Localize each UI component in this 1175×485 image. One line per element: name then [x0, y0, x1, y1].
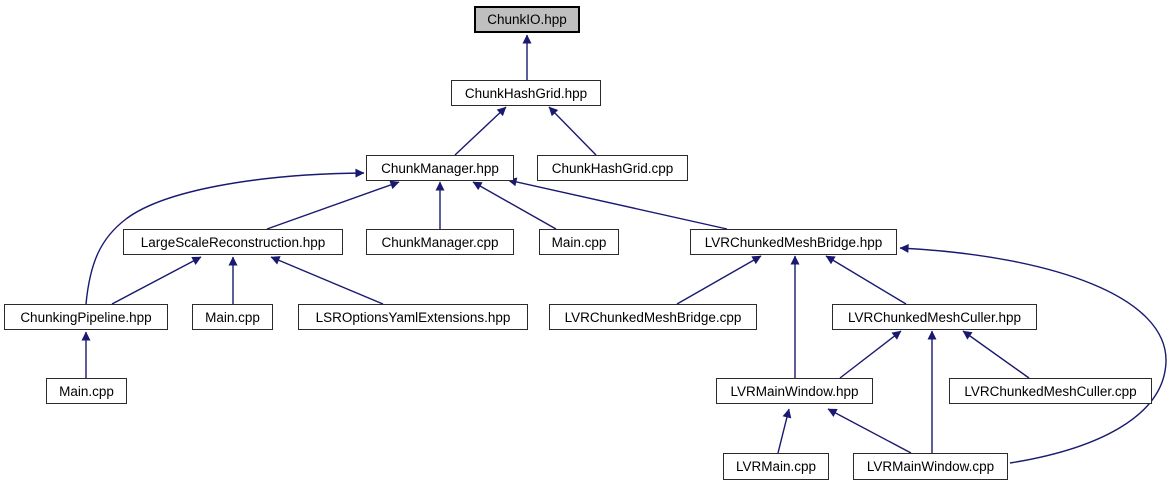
node-lvrmainwindow-hpp[interactable]: LVRMainWindow.hpp: [716, 378, 873, 404]
edge-chunkingpipeline-hpp-to-chunkmanager-hpp: [85, 168, 365, 305]
node-main-cpp-2[interactable]: Main.cpp: [192, 304, 273, 330]
edge-lvrmainwindow-cpp-to-lvrchunkedmeshbridge-hpp: [899, 243, 1167, 464]
node-chunkhashgrid-hpp[interactable]: ChunkHashGrid.hpp: [451, 80, 601, 106]
node-lsroptionsyamlextensions-hpp[interactable]: LSROptionsYamlExtensions.hpp: [298, 304, 528, 330]
node-lvrmain-cpp[interactable]: LVRMain.cpp: [723, 453, 829, 480]
node-main-cpp-1[interactable]: Main.cpp: [539, 229, 619, 255]
edge-lsroptionsyamlextensions-hpp-to-largescalereconstruction-hpp: [270, 256, 384, 305]
node-main-cpp-3[interactable]: Main.cpp: [46, 378, 127, 404]
edge-chunkmanager-hpp-to-chunkhashgrid-hpp: [454, 106, 507, 156]
edge-main-cpp-1-to-chunkmanager-hpp: [472, 181, 557, 230]
edge-chunkhashgrid-cpp-to-chunkhashgrid-hpp: [548, 106, 597, 156]
node-lvrmainwindow-cpp[interactable]: LVRMainWindow.cpp: [853, 453, 1008, 480]
node-largescalereconstruction-hpp[interactable]: LargeScaleReconstruction.hpp: [123, 229, 343, 255]
node-chunkio-hpp[interactable]: ChunkIO.hpp: [474, 6, 580, 33]
node-lvrchunkedmeshculler-hpp[interactable]: LVRChunkedMeshCuller.hpp: [832, 304, 1037, 330]
node-lvrchunkedmeshculler-cpp[interactable]: LVRChunkedMeshCuller.cpp: [949, 378, 1152, 404]
edge-lvrmainwindow-cpp-to-lvrmainwindow-hpp: [827, 408, 912, 454]
edge-chunkingpipeline-hpp-to-largescalereconstruction-hpp: [111, 256, 202, 305]
edge-lvrchunkedmeshbridge-cpp-to-lvrchunkedmeshbridge-hpp: [676, 255, 762, 305]
edge-lvrchunkedmeshculler-hpp-to-lvrchunkedmeshbridge-hpp: [825, 255, 907, 305]
edge-lvrmainwindow-hpp-to-lvrchunkedmeshculler-hpp: [839, 330, 902, 379]
node-lvrchunkedmeshbridge-hpp[interactable]: LVRChunkedMeshBridge.hpp: [690, 229, 897, 255]
edge-lvrchunkedmeshbridge-hpp-to-chunkmanager-hpp: [507, 177, 728, 230]
node-chunkhashgrid-cpp[interactable]: ChunkHashGrid.cpp: [537, 155, 688, 181]
edge-lvrmain-cpp-to-lvrmainwindow-hpp: [777, 408, 792, 454]
edge-lvrchunkedmeshculler-cpp-to-lvrchunkedmeshculler-hpp: [962, 330, 1030, 379]
node-chunkingpipeline-hpp[interactable]: ChunkingPipeline.hpp: [4, 304, 168, 330]
node-chunkmanager-cpp[interactable]: ChunkManager.cpp: [366, 229, 514, 255]
node-chunkmanager-hpp[interactable]: ChunkManager.hpp: [366, 155, 514, 181]
edge-largescalereconstruction-hpp-to-chunkmanager-hpp: [266, 180, 400, 230]
node-lvrchunkedmeshbridge-cpp[interactable]: LVRChunkedMeshBridge.cpp: [549, 304, 757, 330]
